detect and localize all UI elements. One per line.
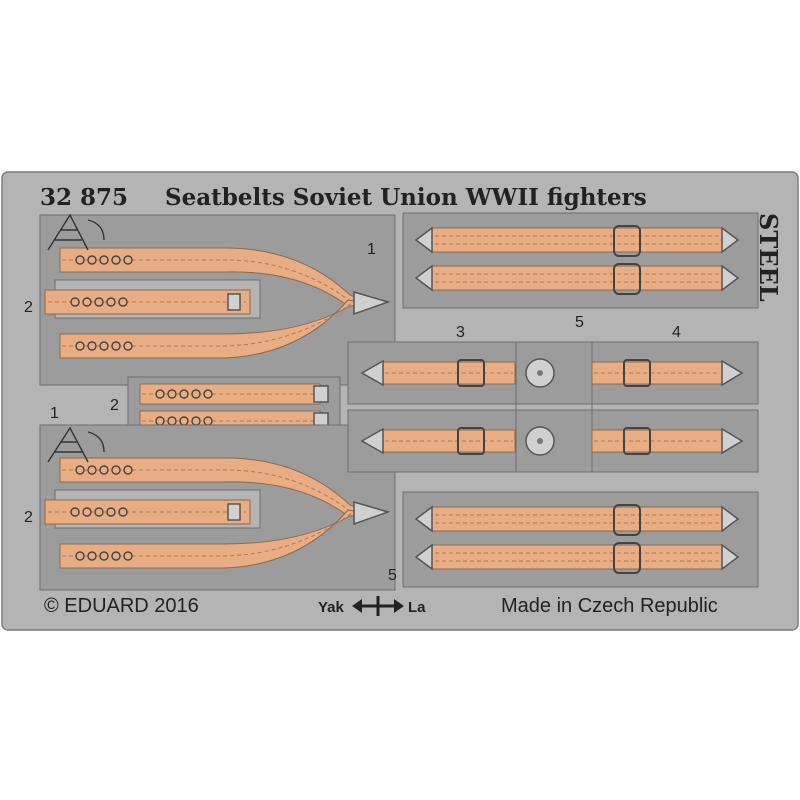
cable: [87, 431, 105, 453]
triangle-buckle-icon: [414, 264, 433, 292]
part-number: 1: [367, 241, 376, 258]
copyright-text: © EDUARD 2016: [44, 595, 199, 617]
part-number: 1: [50, 405, 59, 422]
strap-2-upper: [44, 289, 251, 315]
triangle-buckle-icon: [360, 359, 384, 387]
part-number: 2: [24, 509, 33, 526]
buckle-straps-middle: [347, 341, 759, 473]
part-number: 3: [456, 324, 465, 341]
adjust-holes: [75, 255, 133, 351]
type-label-yak: Yak: [318, 599, 345, 616]
lap-strap: [59, 299, 373, 359]
triangle-buckle-icon: [414, 543, 433, 571]
product-code: 32 875: [40, 184, 128, 211]
material-label: STEEL: [754, 213, 783, 302]
part-number: 5: [575, 314, 584, 331]
buckle-icon: [613, 225, 641, 257]
anchor-bracket-icon: [47, 426, 89, 463]
slide-buckle-icon: [457, 427, 485, 455]
long-straps-top: [402, 212, 759, 309]
long-straps-bottom: [402, 491, 759, 588]
triangle-buckle-icon: [721, 226, 740, 254]
triangle-buckle-icon: [414, 226, 433, 254]
lap-strap: [59, 509, 373, 569]
strap-end-tab: [227, 503, 241, 521]
stitch-line: [62, 469, 351, 512]
triangle-buckle-icon: [721, 264, 740, 292]
strap-2-lower: [44, 499, 251, 525]
triangle-buckle-icon: [414, 505, 433, 533]
part-number: 5: [388, 567, 397, 584]
triangle-buckle-icon: [721, 427, 744, 455]
slide-buckle-icon: [457, 359, 485, 387]
buckle-icon: [613, 263, 641, 295]
cable: [87, 219, 105, 241]
stitch-line: [62, 512, 353, 557]
part-number: 2: [110, 397, 119, 414]
stitch-line: [62, 259, 351, 302]
part-number: 2: [24, 299, 33, 316]
slide-buckle-icon: [623, 359, 651, 387]
adjust-holes: [75, 465, 133, 561]
product-title: Seatbelts Soviet Union WWII fighters: [165, 184, 647, 211]
part-number: 4: [672, 324, 681, 341]
triangle-plate: [353, 290, 391, 316]
anchor-bracket-icon: [47, 213, 89, 251]
buckle-icon: [613, 504, 641, 536]
slide-buckle-icon: [623, 427, 651, 455]
strap-end-tab: [227, 293, 241, 311]
triangle-buckle-icon: [721, 505, 740, 533]
origin-text: Made in Czech Republic: [501, 595, 718, 617]
type-label-la: La: [408, 599, 426, 616]
triangle-buckle-icon: [721, 543, 740, 571]
triangle-plate: [353, 500, 391, 526]
double-arrow-icon: [352, 596, 404, 616]
triangle-buckle-icon: [721, 359, 744, 387]
triangle-buckle-icon: [360, 427, 384, 455]
stitch-line: [62, 302, 353, 347]
buckle-icon: [613, 542, 641, 574]
